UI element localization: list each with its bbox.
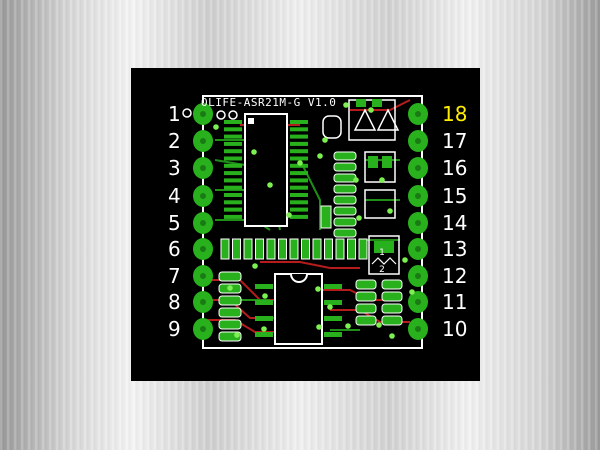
diode-array <box>348 99 400 141</box>
pin-number-11: 11 <box>442 290 468 314</box>
pin-number-16: 16 <box>442 156 468 180</box>
pin-number-9: 9 <box>168 317 181 341</box>
pin-number-4: 4 <box>168 184 181 208</box>
pin-number-8: 8 <box>168 290 181 314</box>
ic-pin1-marker <box>248 118 254 124</box>
reg-label-2: 2 <box>379 265 385 275</box>
mid-component-column <box>320 151 396 238</box>
resistor-pad-row <box>220 238 368 260</box>
mounting-circles <box>182 108 238 120</box>
pin-number-6: 6 <box>168 237 181 261</box>
pin-number-10: 10 <box>442 317 468 341</box>
main-ic-right-pins <box>290 120 308 219</box>
regulator-chip: 1 2 <box>368 235 400 275</box>
lower-ic-chip <box>274 273 323 345</box>
reg-label-1: 1 <box>379 248 385 258</box>
right-pin-pads <box>408 103 428 340</box>
pin-number-15: 15 <box>442 184 468 208</box>
pin-number-3: 3 <box>168 156 181 180</box>
pin-number-18: 18 <box>442 102 468 126</box>
left-pin-pads <box>193 103 213 340</box>
pin-number-13: 13 <box>442 237 468 261</box>
pin-number-2: 2 <box>168 129 181 153</box>
pin-number-12: 12 <box>442 264 468 288</box>
main-ic-chip <box>244 113 288 227</box>
main-ic-left-pins <box>224 120 242 219</box>
pin-number-5: 5 <box>168 211 181 235</box>
pin-number-7: 7 <box>168 264 181 288</box>
pin-number-17: 17 <box>442 129 468 153</box>
pin-number-14: 14 <box>442 211 468 235</box>
board-silkscreen-title: OLIFE-ASR21M-G V1.0 <box>201 96 337 109</box>
vias <box>213 102 415 339</box>
capacitor <box>322 115 342 139</box>
right-lower-components <box>355 279 403 326</box>
pin-number-1: 1 <box>168 102 181 126</box>
lower-ic-pins <box>255 284 342 337</box>
